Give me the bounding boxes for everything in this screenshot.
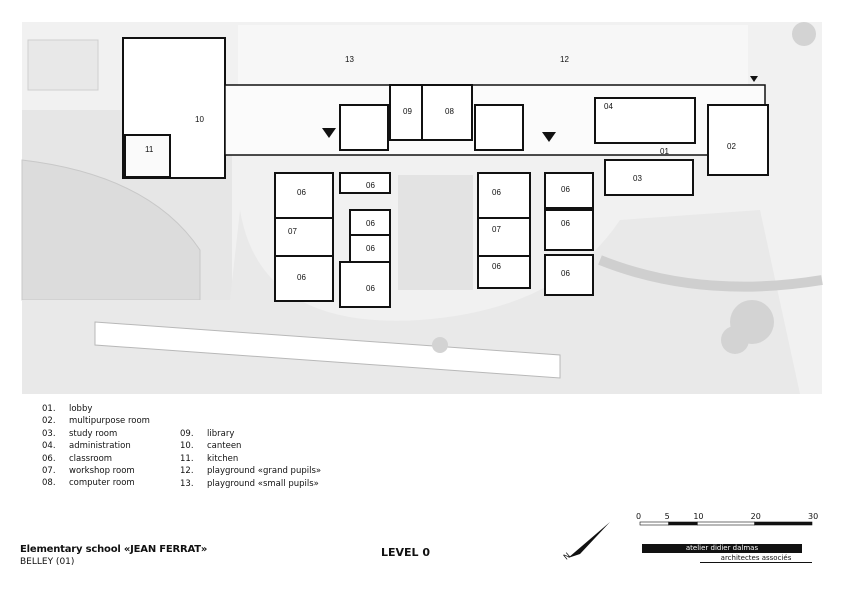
tag-09: 09: [403, 107, 412, 116]
legend-item: 08. computer room: [42, 477, 150, 489]
level-label: LEVEL 0: [381, 546, 431, 559]
tag-06: 06: [492, 188, 501, 197]
tag-08: 08: [445, 107, 454, 116]
legend-number: 11.: [180, 453, 194, 464]
north-label: N: [562, 551, 572, 562]
legend-number: 02.: [42, 416, 56, 427]
scale-segment: [639, 521, 669, 526]
scale-tick-label: 20: [751, 512, 761, 521]
scale-segment: [697, 521, 755, 526]
legend-label: classroom: [69, 453, 113, 464]
legend-item: 04. administration: [42, 440, 150, 452]
legend-number: 12.: [180, 466, 194, 477]
legend-label: playground «grand pupils»: [207, 466, 322, 477]
legend-label: canteen: [207, 441, 242, 452]
tag-07: 07: [288, 227, 297, 236]
legend-right: 09. library 10. canteen 11. kitchen 12. playgro…: [180, 428, 321, 490]
legend-label: computer room: [69, 478, 135, 489]
legend-item: 13. playground «small pupils»: [180, 478, 321, 490]
legend-label: lobby: [69, 404, 93, 414]
legend-number: 06.: [42, 453, 56, 464]
legend-item: 07. workshop room: [42, 465, 150, 477]
project-title: Elementary school «JEAN FERRAT»: [20, 544, 208, 555]
legend-item: 10. canteen: [180, 440, 321, 452]
legend-item: 03. study room: [42, 428, 150, 440]
building: [122, 37, 769, 308]
scale-tick-label: 5: [665, 512, 670, 521]
entrance-arrow: [750, 76, 758, 82]
legend-item: 06. classroom: [42, 453, 150, 465]
scale-bar: N 0 5 10 20 30: [562, 512, 818, 562]
legend-item: 09. library: [180, 428, 321, 440]
tag-06: 06: [561, 219, 570, 228]
room-tags: 01 02 03 04 06 06 06 06 06 06 06 06 06 0…: [145, 55, 736, 293]
road: [94, 321, 561, 379]
floor-plan: 01 02 03 04 06 06 06 06 06 06 06 06 06 0…: [21, 22, 823, 394]
playground-grand-area: [478, 25, 748, 85]
legend-item: 11. kitchen: [180, 453, 321, 465]
legend-item: 12. playground «grand pupils»: [180, 465, 321, 477]
tag-06: 06: [297, 273, 306, 282]
running-track: [21, 159, 201, 301]
entrance-arrow: [322, 128, 336, 138]
scale-ticks: 0 5 10 20 30: [636, 512, 818, 521]
tag-10: 10: [195, 115, 204, 124]
scale-tick-label: 30: [808, 512, 818, 521]
legend-number: 03.: [42, 428, 56, 439]
tag-13: 13: [345, 55, 354, 64]
scale-tick-label: 0: [636, 512, 641, 521]
legend-label: kitchen: [207, 453, 239, 464]
tag-06: 06: [561, 269, 570, 278]
tag-06: 06: [366, 219, 375, 228]
tag-04: 04: [604, 102, 613, 111]
legend-number: 07.: [42, 466, 56, 477]
north-arrow-icon: N: [562, 522, 610, 562]
legend-item: 01. lobby: [42, 403, 150, 415]
tag-11: 11: [145, 145, 154, 154]
scale-segments: [639, 521, 813, 526]
legend-left: 01. lobby 02. multipurpose room 03. study roo…: [42, 403, 150, 490]
tag-06: 06: [366, 181, 375, 190]
parking-area: [27, 39, 99, 91]
scale-segment: [754, 521, 813, 526]
legend-label: study room: [69, 428, 118, 439]
scale-tick-label: 10: [693, 512, 703, 521]
tag-07: 07: [492, 225, 501, 234]
courtyard-area: [398, 175, 473, 290]
tag-02: 02: [727, 142, 736, 151]
legend-label: administration: [69, 441, 131, 452]
legend-number: 09.: [180, 429, 194, 439]
firm-subtitle: architectes associés: [700, 554, 812, 563]
legend-number: 01.: [42, 404, 56, 414]
legend-item: 02. multipurpose room: [42, 415, 150, 427]
tag-03: 03: [633, 174, 642, 183]
legend-label: library: [207, 429, 235, 439]
tag-06: 06: [492, 262, 501, 271]
legend-label: multipurpose room: [69, 416, 150, 427]
playground-small-area: [238, 25, 478, 85]
entrance-arrow: [542, 132, 556, 142]
legend-number: 04.: [42, 441, 56, 452]
tag-06: 06: [297, 188, 306, 197]
legend-number: 10.: [180, 441, 194, 452]
legend-number: 13.: [180, 478, 194, 489]
tag-06: 06: [366, 244, 375, 253]
tag-06: 06: [561, 185, 570, 194]
legend-number: 08.: [42, 478, 56, 489]
tag-01: 01: [660, 147, 669, 156]
legend-label: workshop room: [69, 466, 135, 477]
scale-segment: [668, 521, 698, 526]
road-right: [598, 255, 823, 292]
tag-06: 06: [366, 284, 375, 293]
firm-name: atelier didier dalmas: [642, 544, 802, 553]
tag-12: 12: [560, 55, 569, 64]
project-location: BELLEY (01): [20, 557, 75, 567]
legend-label: playground «small pupils»: [207, 478, 319, 489]
